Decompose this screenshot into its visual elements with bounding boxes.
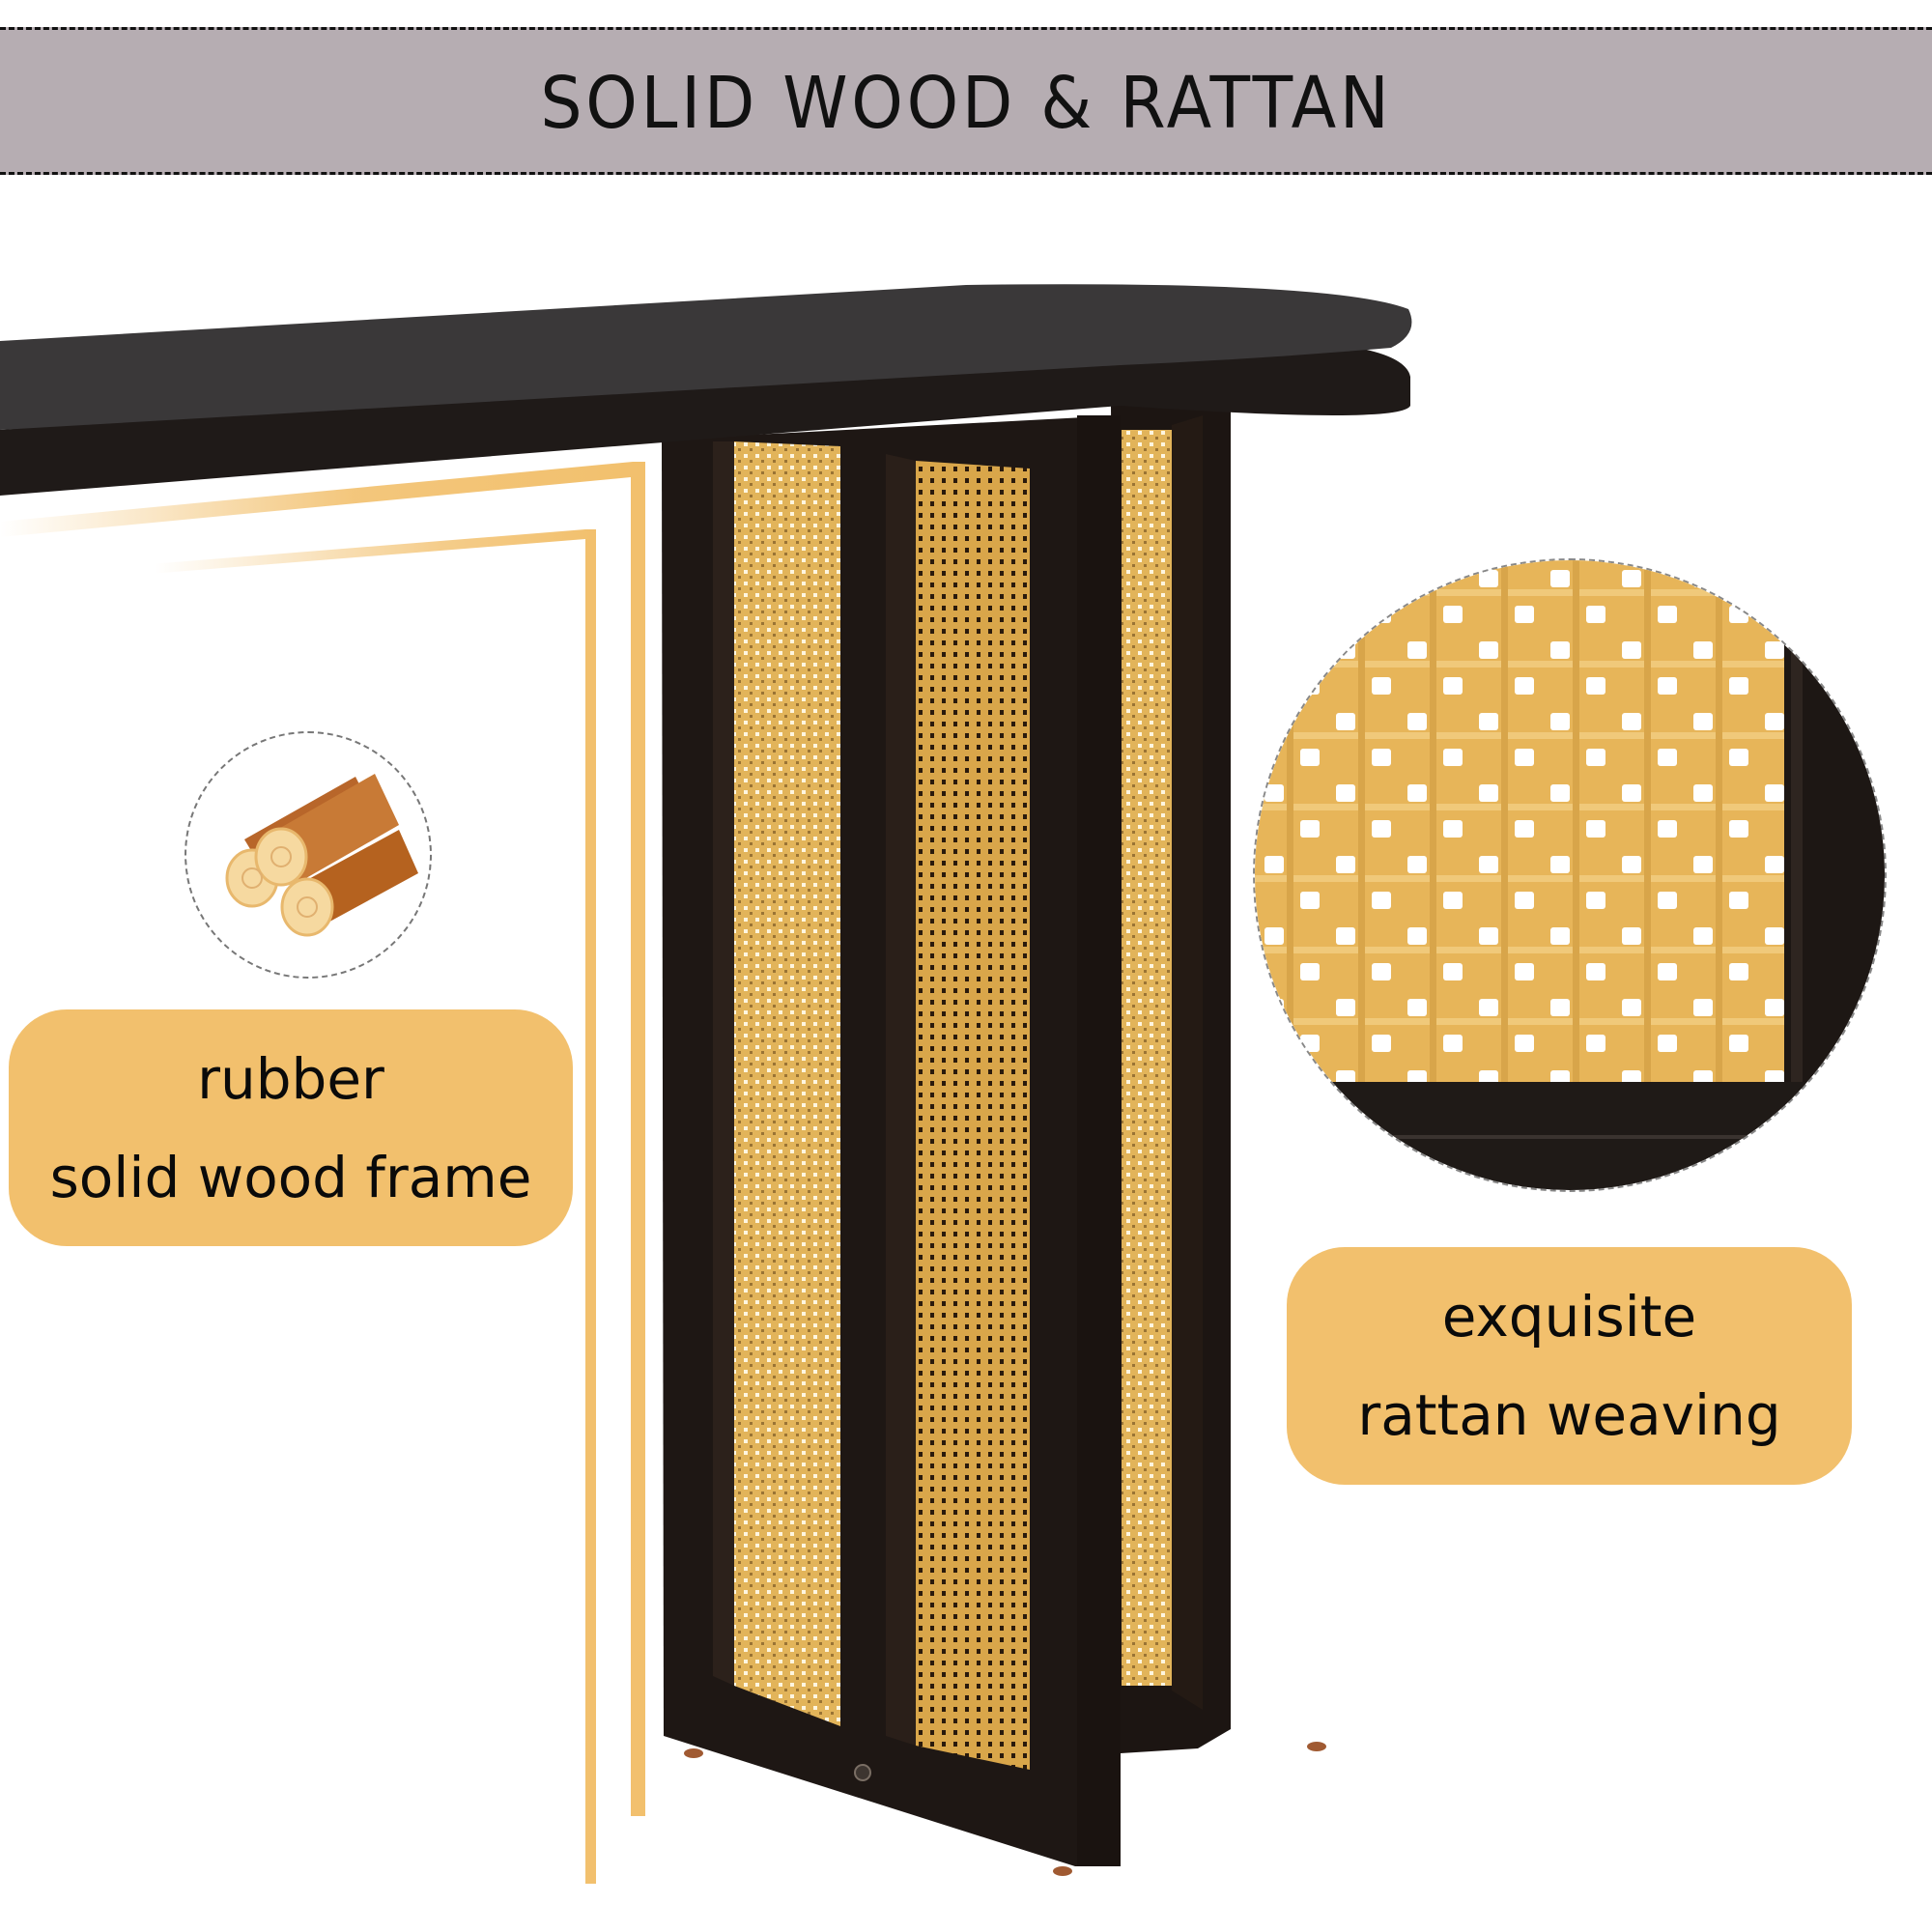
feature-label-line: rubber — [197, 1045, 384, 1112]
feature-label-line: rattan weaving — [1357, 1382, 1781, 1448]
rattan-closeup-circle — [1253, 558, 1887, 1192]
accent-lines — [0, 462, 645, 1884]
feature-label-rattan: exquisite rattan weaving — [1287, 1247, 1852, 1485]
feature-label-solid-wood: rubber solid wood frame — [9, 1009, 573, 1246]
rattan-weave-closeup — [1255, 560, 1885, 1190]
tabletop — [0, 284, 1412, 496]
header-title: SOLID WOOD & RATTAN — [539, 61, 1393, 145]
wood-logs-icon — [225, 774, 418, 937]
feature-label-line: exquisite — [1441, 1284, 1697, 1350]
feature-label-line: solid wood frame — [49, 1144, 532, 1210]
wood-icon-circle — [185, 731, 432, 979]
header-banner: SOLID WOOD & RATTAN — [0, 27, 1932, 175]
table-leg — [662, 404, 1326, 1876]
